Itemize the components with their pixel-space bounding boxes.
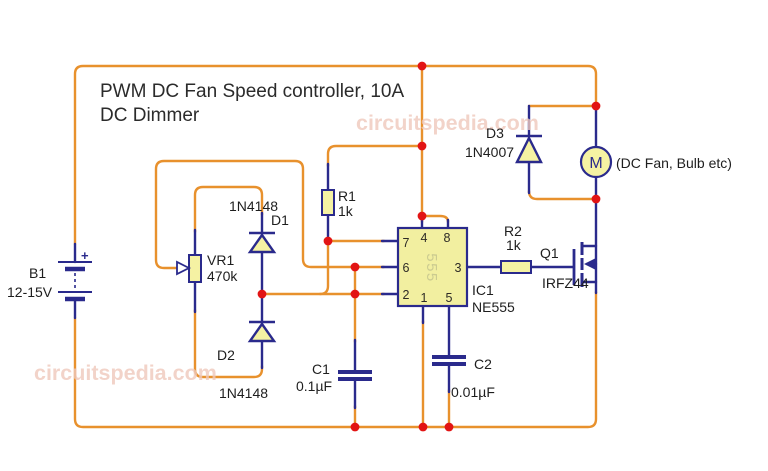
page-title-line1: PWM DC Fan Speed controller, 10A — [100, 81, 404, 102]
watermark-bottom: circuitspedia.com — [34, 361, 217, 385]
d2-value: 1N4148 — [219, 385, 268, 401]
watermark-top: circuitspedia.com — [356, 111, 539, 135]
battery-symbol — [58, 261, 92, 302]
pin-label-5: 5 — [446, 291, 453, 305]
pin-label-3: 3 — [455, 261, 462, 275]
resistor-r1-body — [321, 189, 335, 216]
cap-c1-plate-bottom — [338, 377, 372, 381]
d2-ref: D2 — [217, 347, 235, 363]
motor-note: (DC Fan, Bulb etc) — [616, 155, 732, 171]
r2-value: 1k — [506, 237, 522, 253]
junction-dot — [591, 101, 601, 111]
pin-label-6: 6 — [403, 261, 410, 275]
pin-label-8: 8 — [444, 231, 451, 245]
mosfet-body-arrow — [584, 258, 595, 270]
resistor-r2-body — [500, 260, 532, 274]
wire-top-rail — [73, 64, 598, 246]
q1-ref: Q1 — [540, 245, 559, 261]
junction-dot — [417, 141, 427, 151]
junction-dots — [257, 61, 601, 432]
cap-c2-plate-bottom — [432, 362, 466, 366]
pot-vr1-body — [188, 254, 202, 283]
motor-symbol: M — [579, 145, 613, 179]
pin-label-2: 2 — [403, 288, 410, 302]
junction-dot — [418, 422, 428, 432]
mosfet-q1 — [572, 242, 595, 287]
d3-value: 1N4007 — [465, 144, 514, 160]
d1-value: 1N4148 — [229, 198, 278, 214]
pot-wiper-arrow — [176, 260, 192, 276]
c2-ref: C2 — [474, 356, 492, 372]
junction-dot — [417, 61, 427, 71]
page-title-line2: DC Dimmer — [100, 105, 200, 126]
capacitors — [338, 355, 466, 381]
battery-plus-sign: + — [81, 248, 89, 263]
q1-value: IRFZ44 — [542, 275, 589, 291]
diodes — [247, 134, 543, 343]
wire-wiper-to-pin6 — [154, 159, 386, 270]
c1-value: 0.1µF — [296, 378, 332, 394]
junction-dot — [350, 262, 360, 272]
d3-ref: D3 — [486, 125, 504, 141]
r1-ref: R1 — [338, 188, 356, 204]
cap-c2-plate-top — [432, 355, 466, 359]
r2-ref: R2 — [504, 223, 522, 239]
junction-dot — [417, 211, 427, 221]
junction-dot — [350, 289, 360, 299]
ic1-ref: IC1 — [472, 282, 494, 298]
diode-d2-triangle — [247, 321, 277, 343]
diode-d1-triangle — [247, 232, 277, 254]
vr1-ref: VR1 — [207, 252, 234, 268]
diode-d3-triangle — [515, 135, 543, 164]
wire-bottom-rail — [73, 290, 598, 429]
pin-label-1: 1 — [421, 291, 428, 305]
cap-c1-plate-top — [338, 370, 372, 374]
resistor-bodies — [188, 189, 532, 283]
wire-d3-to-motor-bottom — [527, 189, 598, 201]
vr1-value: 470k — [207, 268, 238, 284]
motor-circle — [579, 145, 613, 179]
pin-label-4: 4 — [421, 231, 428, 245]
motor-letter: M — [589, 155, 602, 172]
ic-555-chip-text: 555 — [423, 253, 440, 283]
junction-dot — [350, 422, 360, 432]
junction-dot — [323, 236, 333, 246]
battery-value: 12-15V — [7, 284, 53, 300]
pin-label-7: 7 — [403, 236, 410, 250]
junction-dot — [257, 289, 267, 299]
c1-ref: C1 — [312, 361, 330, 377]
wire-pot-bottom-to-d2 — [193, 308, 264, 379]
d1-ref: D1 — [271, 212, 289, 228]
c2-value: 0.01µF — [451, 384, 495, 400]
ic-555-body — [396, 226, 469, 308]
ic1-value: NE555 — [472, 299, 515, 315]
wire-pot-top-to-d1 — [193, 185, 264, 234]
junction-dot — [444, 422, 454, 432]
wires-navy — [73, 104, 598, 410]
r1-value: 1k — [338, 203, 354, 219]
ic-555: 555 7 6 2 4 8 3 1 5 — [396, 226, 469, 308]
labels: PWM DC Fan Speed controller, 10A DC Dimm… — [7, 81, 732, 401]
wire-vcc-to-r1 — [326, 144, 424, 168]
battery-ref: B1 — [29, 265, 46, 281]
junction-dot — [591, 194, 601, 204]
